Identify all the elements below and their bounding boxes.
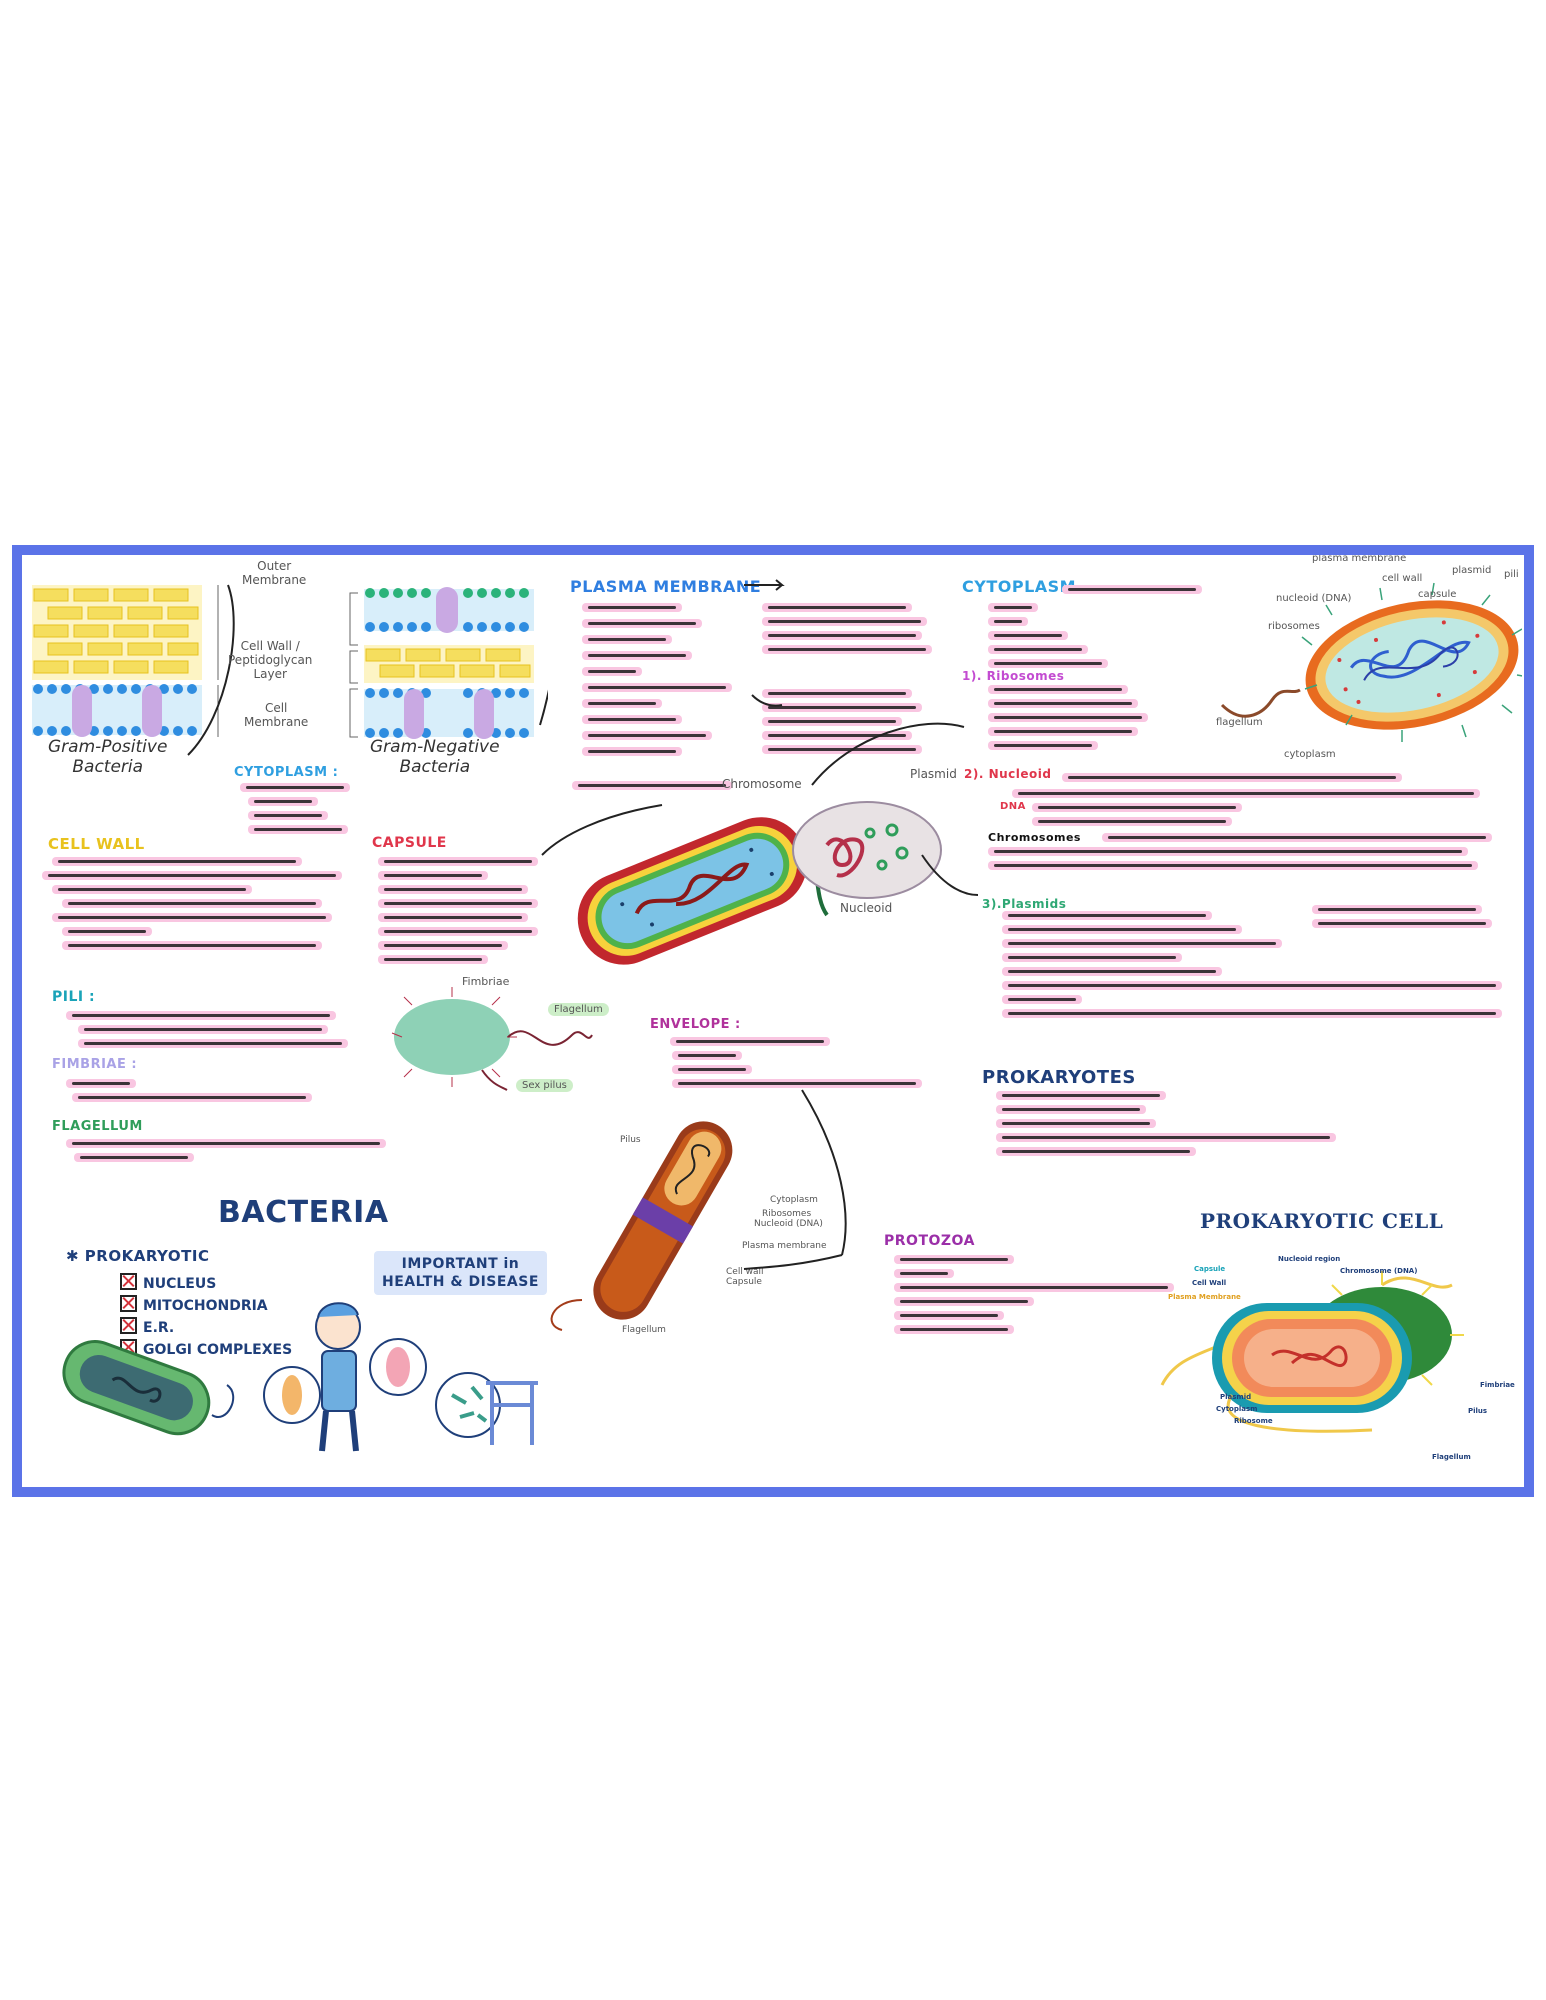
rod-label-plasma-membrane: Plasma membrane <box>742 1241 827 1251</box>
center-oval-cell <box>792 801 942 899</box>
chromosome-label: Chromosome <box>722 777 802 791</box>
pc-label-nucleoid-region: Nucleoid region <box>1278 1255 1341 1263</box>
prokaryotic-cell-title: PROKARYOTIC CELL <box>1200 1209 1444 1233</box>
rod-label-cell-wall: Cell wall <box>726 1267 764 1277</box>
rod-label-cytoplasm: Cytoplasm <box>770 1195 818 1205</box>
nucleoid-label: Nucleoid <box>840 901 893 915</box>
plasma-arrows <box>744 579 785 707</box>
cell-wall-label: Cell Wall / Peptidoglycan Layer <box>228 639 313 681</box>
pc-label-pilus: Pilus <box>1468 1407 1488 1415</box>
cell-label-nucleoid: nucleoid (DNA) <box>1276 593 1352 604</box>
bacteria-title: BACTERIA <box>218 1195 389 1230</box>
sex-pilus-tag: Sex pilus <box>516 1079 573 1092</box>
plasma-membrane-heading: PLASMA MEMBRANE <box>570 577 762 596</box>
gram-positive-label: Gram-Positive Bacteria <box>48 737 168 777</box>
prokaryotic-label: ✱ PROKARYOTIC <box>66 1247 210 1265</box>
excluded-item: MITOCHONDRIA <box>120 1293 292 1315</box>
excluded-item: NUCLEUS <box>120 1271 292 1293</box>
bacteria-illustration <box>62 1302 538 1452</box>
chromosomes-label: Chromosomes <box>988 831 1081 844</box>
rod-label-flagellum: Flagellum <box>622 1325 666 1335</box>
pc-label-ribosome: Ribosome <box>1234 1417 1273 1425</box>
rod-label-pilus: Pilus <box>620 1135 641 1145</box>
gram-positive-layers <box>32 585 202 737</box>
rod-bacterium-diagram <box>550 1121 733 1331</box>
cytoplasm-top-heading: CYTOPLASM <box>962 577 1077 596</box>
flagellum-tag: Flagellum <box>548 1003 609 1016</box>
pili-heading: PILI : <box>52 989 96 1005</box>
pc-label-plasma-membrane: Plasma Membrane <box>1168 1293 1241 1301</box>
protozoa-heading: PROTOZOA <box>884 1233 975 1249</box>
pc-label-capsule: Capsule <box>1194 1265 1226 1273</box>
pc-label-fimbriae: Fimbriae <box>1480 1381 1515 1389</box>
cell-label-plasma-membrane: plasma membrane <box>1312 553 1407 564</box>
excluded-item: E.R. <box>120 1315 292 1337</box>
capsule-heading: CAPSULE <box>372 835 447 851</box>
cytoplasm-left-heading: CYTOPLASM : <box>234 765 339 780</box>
connector-arrows <box>541 722 979 1270</box>
cell-label-plasmid: plasmid <box>1452 565 1492 576</box>
gram-cell-wall-diagram <box>32 584 548 756</box>
gram-negative-label: Gram-Negative Bacteria <box>370 737 500 777</box>
fimbriae-heading: FIMBRIAE : <box>52 1057 138 1072</box>
pc-label-flagellum: Flagellum <box>1432 1453 1471 1461</box>
ribosomes-heading: 1). Ribosomes <box>962 669 1065 683</box>
cell-label-pili: pili <box>1504 569 1519 580</box>
flagellum-heading: FLAGELLUM <box>52 1119 143 1134</box>
gram-negative-layers <box>364 587 534 739</box>
outer-membrane-label: Outer Membrane <box>242 559 307 587</box>
fimbriae-label: Fimbriae <box>462 975 510 988</box>
bacteria-excluded-list: NUCLEUS MITOCHONDRIA E.R. GOLGI COMPLEXE… <box>120 1271 292 1359</box>
notes-board-frame: Outer Membrane Cell Wall / Peptidoglycan… <box>12 545 1534 1497</box>
pc-label-cytoplasm: Cytoplasm <box>1216 1405 1258 1413</box>
nucleoid-heading: 2). Nucleoid <box>964 767 1052 781</box>
pc-label-chromosome: Chromosome (DNA) <box>1340 1267 1418 1275</box>
plasmid-label: Plasmid <box>910 767 957 781</box>
pc-label-cell-wall: Cell Wall <box>1192 1279 1227 1287</box>
bacterium-cell-diagram <box>1220 582 1522 742</box>
prokaryotes-heading: PROKARYOTES <box>982 1067 1136 1088</box>
prokaryotic-cell-diagram <box>1160 1271 1464 1433</box>
cell-label-cell-wall: cell wall <box>1382 573 1423 584</box>
cell-wall-heading: CELL WALL <box>48 835 145 853</box>
cell-label-capsule: capsule <box>1418 589 1457 600</box>
cell-label-cytoplasm: cytoplasm <box>1284 749 1336 760</box>
fimbriae-cell-diagram <box>391 987 593 1091</box>
notes-canvas: Outer Membrane Cell Wall / Peptidoglycan… <box>22 555 1524 1487</box>
envelope-heading: ENVELOPE : <box>650 1017 741 1032</box>
dna-label: DNA <box>1000 801 1026 812</box>
rod-label-nucleoid: Nucleoid (DNA) <box>754 1219 823 1229</box>
rod-label-capsule: Capsule <box>726 1277 762 1287</box>
rod-label-ribosomes: Ribosomes <box>762 1209 812 1219</box>
cell-membrane-label: Cell Membrane <box>244 701 309 729</box>
cell-label-flagellum: flagellum <box>1216 717 1263 728</box>
pc-label-plasmid: Plasmid <box>1220 1393 1252 1401</box>
cell-label-ribosomes: ribosomes <box>1268 621 1320 632</box>
important-box: IMPORTANT in HEALTH & DISEASE <box>374 1251 547 1295</box>
plasmids-heading: 3).Plasmids <box>982 897 1067 911</box>
